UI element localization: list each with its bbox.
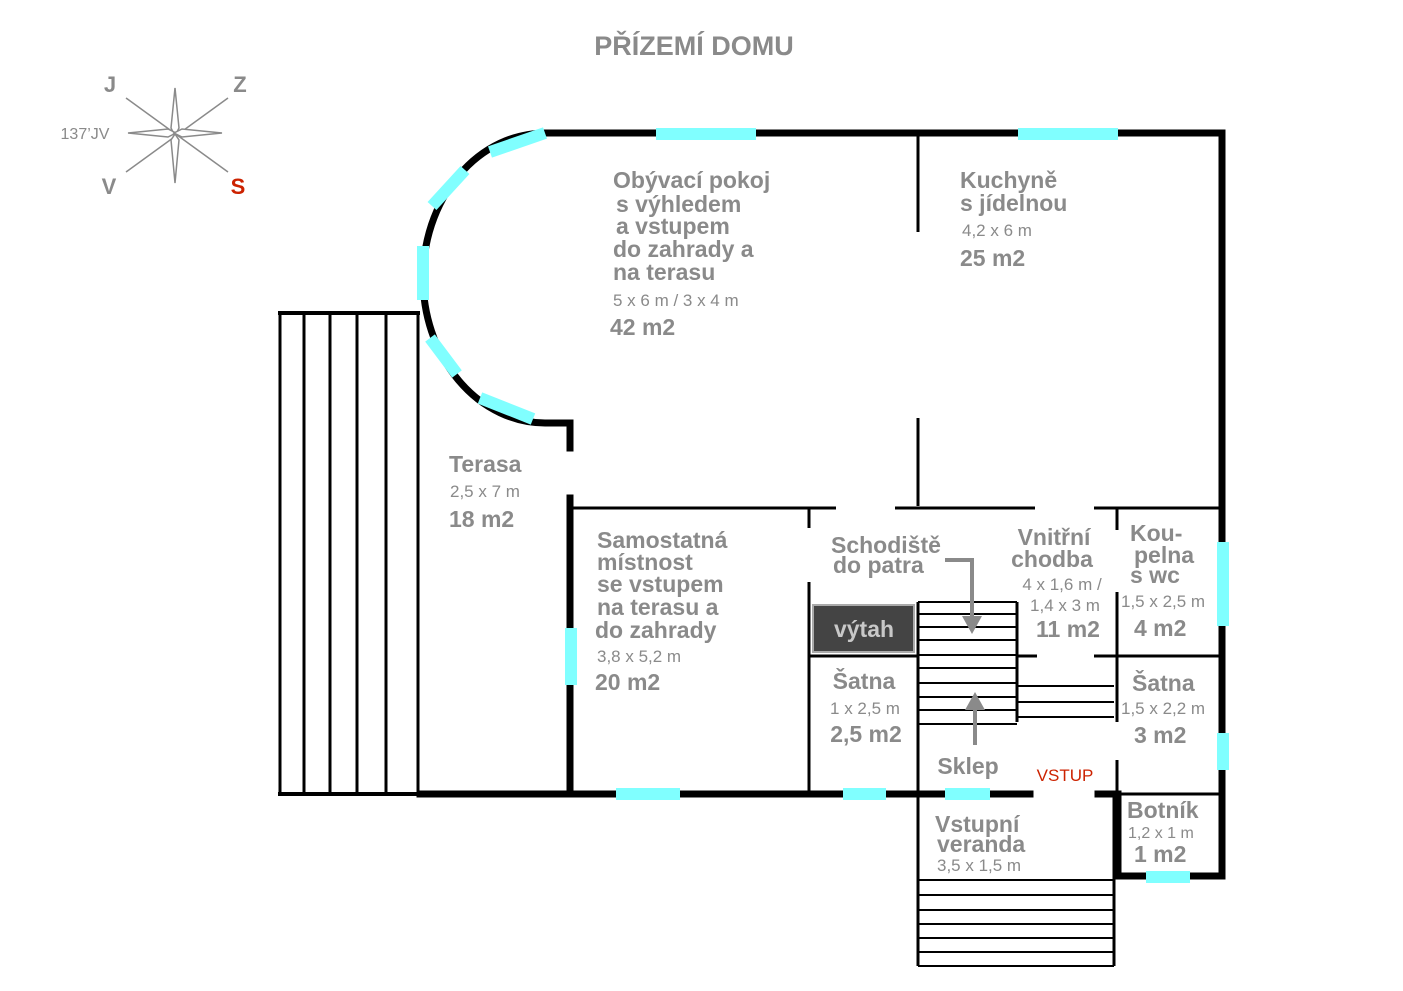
compass-west-label: V xyxy=(102,174,117,199)
shoe-closet-line1: Botník xyxy=(1127,797,1199,823)
stairs-up-arrow xyxy=(965,692,985,745)
basement-label: Sklep xyxy=(937,753,998,779)
wardrobe-small-dims: 1 x 2,5 m xyxy=(830,699,900,718)
terrace-decking xyxy=(278,311,420,796)
living-dims: 5 x 6 m / 3 x 4 m xyxy=(613,291,739,310)
bathroom-line2: pelna xyxy=(1134,542,1194,568)
bathroom-line1: Kou- xyxy=(1130,520,1182,546)
compass-east-label: Z xyxy=(233,72,246,97)
hallway-area: 11 m2 xyxy=(1036,616,1100,642)
room-stairs: Schodiště do patra xyxy=(831,532,941,578)
compass-rose xyxy=(125,87,229,184)
room-wardrobe: Šatna 1,5 x 2,2 m 3 m2 xyxy=(1121,669,1205,748)
shoe-closet-dims: 1,2 x 1 m xyxy=(1128,825,1194,842)
porch-line1: Vstupní xyxy=(935,811,1021,837)
room-shoe-closet: Botník 1,2 x 1 m 1 m2 xyxy=(1127,797,1199,867)
elevator-label: výtah xyxy=(834,616,894,642)
hallway-line2: chodba xyxy=(1011,546,1093,572)
staircase xyxy=(918,601,1114,725)
porch-line2: veranda xyxy=(937,831,1025,857)
stairs-line2: do patra xyxy=(833,552,924,578)
stairs-line1: Schodiště xyxy=(831,532,941,558)
compass-angle-label: 137’JV xyxy=(61,126,110,143)
kitchen-line1: Kuchyně xyxy=(960,167,1057,193)
page-title: PŘÍZEMÍ DOMU xyxy=(594,30,794,61)
bathroom-dims: 1,5 x 2,5 m xyxy=(1121,592,1205,611)
separate-line4: na terasu a xyxy=(597,594,719,620)
bathroom-area: 4 m2 xyxy=(1134,615,1186,641)
living-area: 42 m2 xyxy=(610,314,675,340)
wardrobe-area: 3 m2 xyxy=(1134,722,1186,748)
exterior-walls xyxy=(416,129,1226,880)
separate-dims: 3,8 x 5,2 m xyxy=(597,647,681,666)
room-bathroom: Kou- pelna s wc 1,5 x 2,5 m 4 m2 xyxy=(1121,520,1205,641)
elevator: výtah xyxy=(812,604,915,653)
kitchen-line2: s jídelnou xyxy=(960,190,1067,216)
wardrobe-dims: 1,5 x 2,2 m xyxy=(1121,699,1205,718)
stairs-down-arrow xyxy=(945,558,982,634)
wardrobe-small-line1: Šatna xyxy=(833,667,896,694)
room-hallway: Vnitřní chodba 4 x 1,6 m / 1,4 x 3 m 11 … xyxy=(1011,524,1102,642)
living-line3: a vstupem xyxy=(616,213,730,239)
compass-south-label: S xyxy=(231,174,246,199)
room-wardrobe-small: Šatna 1 x 2,5 m 2,5 m2 xyxy=(830,667,902,747)
hallway-dims1: 4 x 1,6 m / xyxy=(1022,575,1102,594)
compass-north-label: J xyxy=(104,72,116,97)
room-living: Obývací pokoj s výhledem a vstupem do za… xyxy=(610,167,770,340)
living-line5: na terasu xyxy=(613,259,715,285)
living-line4: do zahrady a xyxy=(613,236,754,262)
separate-line1: Samostatná xyxy=(597,527,728,553)
hallway-dims2: 1,4 x 3 m xyxy=(1030,596,1100,615)
wardrobe-line1: Šatna xyxy=(1132,669,1195,696)
terrace-area: 18 m2 xyxy=(449,506,514,532)
separate-line3: se vstupem xyxy=(597,571,724,597)
living-line1: Obývací pokoj xyxy=(613,167,770,193)
shoe-closet-area: 1 m2 xyxy=(1134,841,1186,867)
separate-line2: místnost xyxy=(597,549,693,575)
room-separate: Samostatná místnost se vstupem na terasu… xyxy=(595,527,728,695)
entrance-label: VSTUP xyxy=(1037,766,1094,785)
separate-line5: do zahrady xyxy=(595,617,717,643)
windows xyxy=(417,127,1229,883)
wardrobe-small-area: 2,5 m2 xyxy=(830,721,902,747)
living-line2: s výhledem xyxy=(616,191,741,217)
kitchen-area: 25 m2 xyxy=(960,245,1025,271)
terrace-line1: Terasa xyxy=(449,451,522,477)
kitchen-dims: 4,2 x 6 m xyxy=(962,221,1032,240)
bathroom-line3: s wc xyxy=(1130,562,1180,588)
room-terrace: Terasa 2,5 x 7 m 18 m2 xyxy=(449,451,522,532)
hallway-line1: Vnitřní xyxy=(1018,524,1092,550)
separate-area: 20 m2 xyxy=(595,669,660,695)
porch-steps xyxy=(918,879,1114,967)
room-kitchen: Kuchyně s jídelnou 4,2 x 6 m 25 m2 xyxy=(960,167,1067,271)
terrace-dims: 2,5 x 7 m xyxy=(450,482,520,501)
porch-dims: 3,5 x 1,5 m xyxy=(937,856,1021,875)
room-porch: Vstupní veranda 3,5 x 1,5 m xyxy=(935,811,1025,875)
